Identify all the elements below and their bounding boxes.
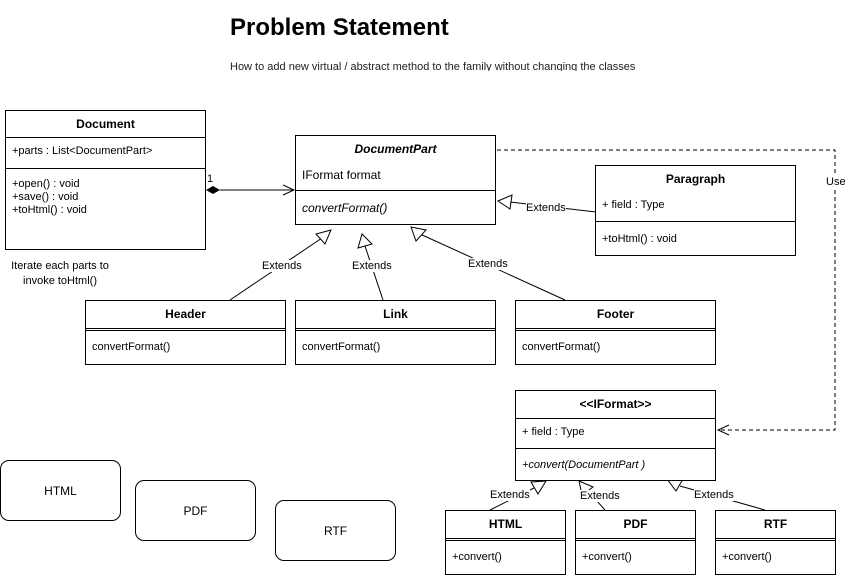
iterate-note: Iterate each parts to invoke toHtml() (0, 259, 120, 289)
shape-rtf[interactable]: RTF (275, 500, 396, 561)
class-documentpart[interactable]: DocumentPart IFormat format convertForma… (295, 135, 496, 225)
use-dashed-line (497, 149, 836, 431)
class-html-method: +convert() (446, 538, 565, 574)
composition-diamond (206, 186, 220, 194)
pdf-extends-label: Extends (580, 490, 620, 502)
class-document-name: Document (76, 117, 135, 131)
class-header[interactable]: Header convertFormat() (85, 300, 286, 365)
multiplicity-label: 1 (207, 173, 214, 185)
class-pdf-method: +convert() (576, 538, 695, 574)
shape-pdf[interactable]: PDF (135, 480, 256, 541)
shape-html[interactable]: HTML (0, 460, 121, 521)
iterate-note-line2: invoke toHtml() (23, 275, 97, 287)
class-iformat[interactable]: <<IFormat>> + field : Type +convert(Docu… (515, 390, 716, 481)
class-documentpart-method: convertFormat() (296, 190, 495, 224)
class-link-method: convertFormat() (296, 328, 495, 364)
use-arrowhead (716, 424, 730, 436)
class-iformat-method: +convert(DocumentPart ) (516, 448, 715, 480)
class-paragraph-method: +toHtml() : void (596, 221, 795, 255)
class-link-name: Link (383, 307, 408, 321)
class-paragraph-name: Paragraph (665, 172, 726, 186)
class-header-name: Header (165, 307, 206, 321)
footer-extends-label: Extends (468, 258, 508, 270)
link-extends-line (364, 245, 384, 301)
class-pdf[interactable]: PDF +convert() (575, 510, 696, 575)
paragraph-extends-arrow (496, 194, 513, 210)
class-pdf-name: PDF (623, 517, 648, 531)
class-document-attrs: +parts : List<DocumentPart> (6, 137, 205, 168)
class-footer[interactable]: Footer convertFormat() (515, 300, 716, 365)
class-document-method: +save() : void (12, 191, 79, 203)
class-header-method: convertFormat() (86, 328, 285, 364)
class-documentpart-attr: IFormat format (302, 168, 381, 182)
link-extends-arrow (357, 233, 373, 249)
class-footer-name: Footer (596, 307, 635, 321)
header-extends-label: Extends (262, 260, 302, 272)
page-subtitle: How to add new virtual / abstract method… (230, 61, 636, 71)
use-label: Use (826, 176, 846, 188)
class-footer-method: convertFormat() (516, 328, 715, 364)
class-document[interactable]: Document +parts : List<DocumentPart> +op… (5, 110, 206, 250)
class-iformat-attr: + field : Type (516, 418, 715, 448)
class-rtf[interactable]: RTF +convert() (715, 510, 836, 575)
class-paragraph[interactable]: Paragraph + field : Type +toHtml() : voi… (595, 165, 796, 256)
class-document-methods: +open() : void +save() : void +toHtml() … (6, 168, 205, 249)
class-link[interactable]: Link convertFormat() (295, 300, 496, 365)
class-iformat-name: <<IFormat>> (579, 397, 652, 411)
class-document-attr: +parts : List<DocumentPart> (12, 145, 153, 157)
html-extends-label: Extends (490, 489, 530, 501)
iterate-note-line1: Iterate each parts to (11, 260, 109, 272)
class-html-name: HTML (488, 517, 523, 531)
class-rtf-method: +convert() (716, 538, 835, 574)
class-paragraph-attr: + field : Type (602, 199, 665, 211)
header-extends-arrow (315, 229, 332, 245)
class-rtf-name: RTF (763, 517, 788, 531)
composition-arrowhead (282, 184, 296, 196)
html-extends-arrow (530, 480, 547, 495)
rtf-extends-label: Extends (694, 489, 734, 501)
link-extends-label: Extends (352, 260, 392, 272)
paragraph-extends-label: Extends (526, 202, 566, 214)
class-documentpart-name: DocumentPart (354, 142, 437, 156)
class-html[interactable]: HTML +convert() (445, 510, 566, 575)
class-document-method: +toHtml() : void (12, 204, 87, 216)
footer-extends-arrow (410, 226, 427, 242)
page-title: Problem Statement (230, 14, 449, 41)
class-document-method: +open() : void (12, 178, 80, 190)
